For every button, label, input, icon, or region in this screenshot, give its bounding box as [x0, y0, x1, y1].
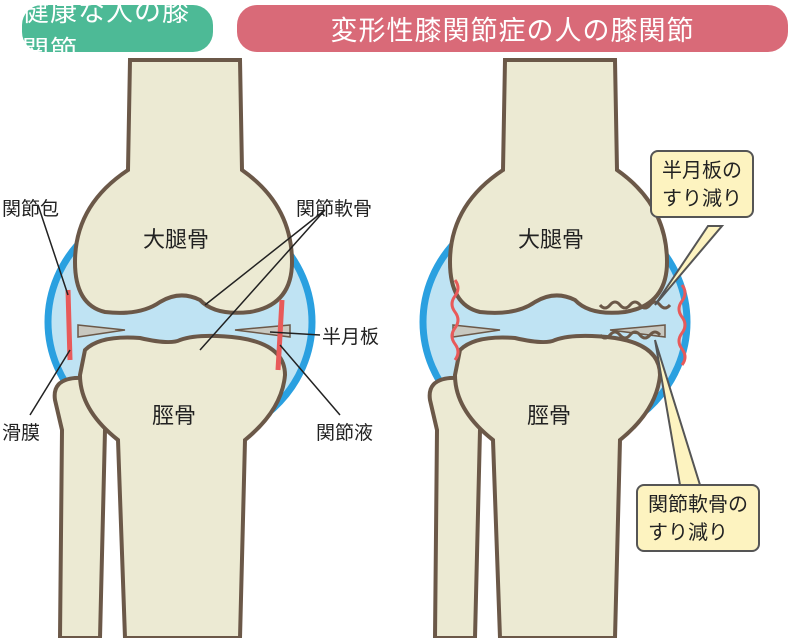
label-fluid: 関節液 [316, 422, 374, 444]
label-tibia: 脛骨 [152, 404, 197, 429]
callout-line: すり減り [648, 520, 728, 544]
healthy-synovium [65, 289, 285, 371]
callout-meniscus-wear: 半月板の すり減り [650, 150, 754, 218]
oa-inflamed-synovium [450, 279, 687, 366]
label-cartilage: 関節軟骨 [296, 198, 373, 220]
callout-line: 半月板の [662, 158, 742, 182]
label-tibia-oa: 脛骨 [527, 404, 572, 429]
label-femur: 大腿骨 [143, 228, 210, 253]
healthy-knee-header: 健康な人の膝関節 [22, 0, 213, 67]
meniscus-callout-pointer [654, 225, 725, 306]
healthy-knee [48, 60, 312, 638]
callout-cartilage-wear: 関節軟骨の すり減り [636, 484, 760, 552]
label-synovium: 滑膜 [2, 422, 41, 444]
oa-worn-cartilage [598, 300, 672, 340]
callout-line: すり減り [662, 186, 742, 210]
label-meniscus: 半月板 [322, 326, 380, 348]
leader-lines [29, 204, 341, 416]
callout-line: 関節軟骨の [648, 492, 748, 516]
label-femur-oa: 大腿骨 [518, 228, 585, 253]
label-capsule: 関節包 [2, 198, 60, 220]
oa-knee-header: 変形性膝関節症の人の膝関節 [237, 5, 788, 52]
